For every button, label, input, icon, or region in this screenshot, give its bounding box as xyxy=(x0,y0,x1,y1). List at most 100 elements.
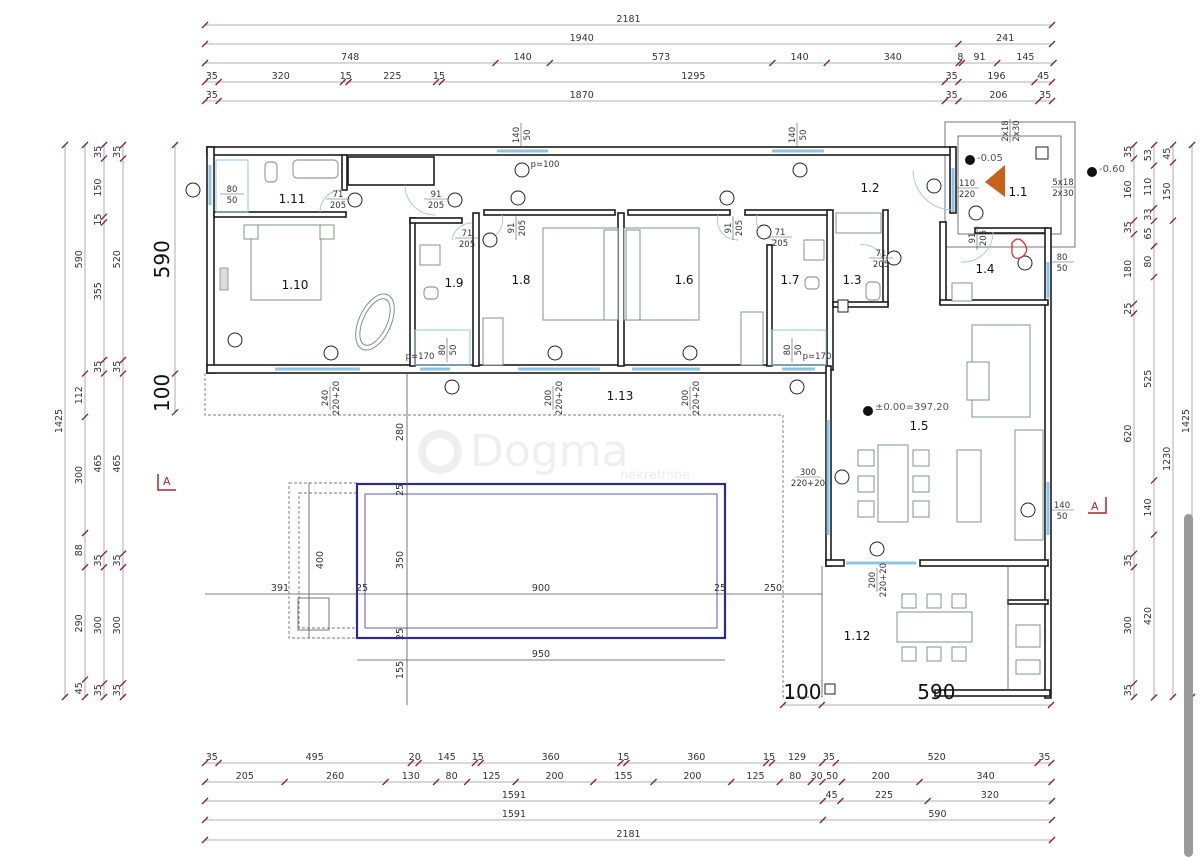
dimension-tick xyxy=(1048,816,1056,824)
dimension-tick xyxy=(171,370,179,378)
opening-width: 200 xyxy=(544,390,554,406)
dimension-value: 35 xyxy=(206,752,218,763)
room-labels: 1.1 1.2 1.3 1.4 1.5 1.6 1.7 1.8 1.9 1.10… xyxy=(279,181,1028,643)
dimension-value: 1425 xyxy=(1181,409,1192,433)
dimension-value: 360 xyxy=(687,752,705,763)
red-annotation-mark xyxy=(1011,238,1028,259)
level-markers: -0.05 -0.60 ±0.00=397.20 xyxy=(863,153,1125,416)
wall-1-11-right xyxy=(341,154,348,191)
dimension-tick xyxy=(1130,230,1138,238)
dimension-tick xyxy=(1031,78,1038,86)
dimension-value: 30 xyxy=(811,771,823,782)
dimension-value: 1295 xyxy=(681,71,705,82)
opening-width: 71 xyxy=(876,249,887,259)
dimension-tick xyxy=(432,78,440,86)
dimension-value: 100 xyxy=(783,680,821,704)
door-swings xyxy=(319,169,994,263)
double-sink xyxy=(292,159,339,179)
dimension-tick xyxy=(119,155,127,163)
pool-dim-250: 250 xyxy=(764,583,782,594)
dimension-tick xyxy=(81,563,89,571)
opening-height: 50 xyxy=(799,130,809,141)
dimension-tick xyxy=(1169,141,1177,149)
wall-1-5-bottom-left xyxy=(825,559,845,567)
dimension-value: 260 xyxy=(326,771,344,782)
dimension-value: 15 xyxy=(340,71,352,82)
shower-1-11 xyxy=(215,159,249,213)
dimension-tick xyxy=(201,816,209,824)
dimension-tick xyxy=(339,78,347,86)
dimension-tick xyxy=(201,797,209,805)
dimension-tick xyxy=(100,141,108,149)
dimension-value: 35 xyxy=(206,90,218,101)
pool-dim-391: 391 xyxy=(271,583,289,594)
pool-dim-25: 25 xyxy=(714,583,726,594)
pool-equipment-inner xyxy=(298,492,358,629)
shower-1-9 xyxy=(414,329,471,366)
dimension-tick xyxy=(171,141,179,149)
bathtub-inner xyxy=(359,298,391,346)
pool-outer-edge xyxy=(355,482,727,640)
dimension-tick xyxy=(819,816,827,824)
marker-circle xyxy=(444,379,460,395)
opening-width: 91 xyxy=(724,223,734,234)
room-label-1-1: 1.1 xyxy=(1008,185,1027,199)
level-marker-icon xyxy=(863,406,873,416)
watermark: Dogma nekretnine xyxy=(418,426,690,483)
dimension-tick xyxy=(1034,97,1042,105)
dimension-tick xyxy=(100,213,108,221)
dimension-value: 290 xyxy=(74,614,85,632)
opening-width: 91 xyxy=(507,223,517,234)
wall-1-8-1-6 xyxy=(617,212,625,367)
opening-width: 91 xyxy=(968,233,978,244)
dimension-value: 320 xyxy=(272,71,290,82)
room-label-1-12: 1.12 xyxy=(844,629,871,643)
dimension-value: 225 xyxy=(383,71,401,82)
dimension-tick xyxy=(100,356,108,364)
chair xyxy=(912,449,930,467)
furniture xyxy=(219,159,1044,675)
kitchen-island xyxy=(956,449,982,523)
opening-width: 140 xyxy=(1054,501,1070,511)
dimension-tick xyxy=(941,97,949,105)
wall-bottom-1-12 xyxy=(934,689,1051,697)
opening-height: 220+20 xyxy=(555,381,565,415)
opening-width: 2x18 xyxy=(1001,120,1011,141)
dimension-tick xyxy=(1050,59,1058,67)
room-label-1-11: 1.11 xyxy=(279,192,306,206)
dimension-tick xyxy=(622,759,630,767)
dimension-tick xyxy=(1150,531,1158,539)
opening-width: 240 xyxy=(321,390,331,406)
dimension-value: 300 xyxy=(93,616,104,634)
outdoor-sink xyxy=(1015,624,1041,648)
dimension-tick xyxy=(1048,40,1056,48)
headboard xyxy=(603,229,619,321)
dimension-value: 35 xyxy=(93,146,104,158)
sill-note: p=170 xyxy=(803,352,832,362)
dimension-value: 112 xyxy=(74,386,85,404)
dimension-tick xyxy=(215,759,223,767)
opening-width: 91 xyxy=(431,190,442,200)
dimension-tick xyxy=(100,155,108,163)
opening-width: 200 xyxy=(868,572,878,588)
opening-height: 205 xyxy=(735,220,745,236)
dimension-value: 145 xyxy=(438,752,456,763)
dimension-value: 155 xyxy=(614,771,632,782)
shower-1-7 xyxy=(771,329,827,366)
dimension-tick xyxy=(1130,679,1138,687)
wall-1-5-top xyxy=(939,299,1049,306)
opening-width: 80 xyxy=(1057,253,1068,263)
dimension-value: 200 xyxy=(545,771,563,782)
vertical-scrollbar[interactable] xyxy=(1184,514,1193,857)
